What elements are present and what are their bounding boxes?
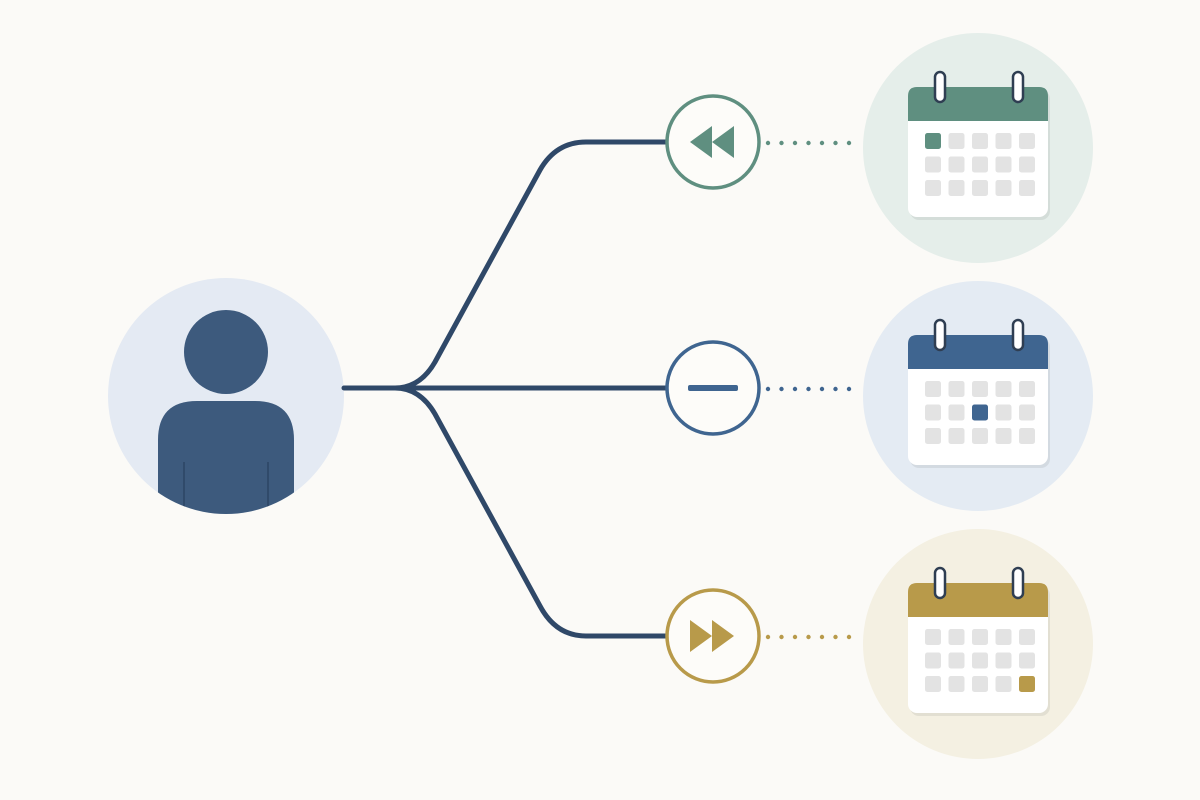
calendar-day: [948, 404, 965, 421]
calendar-day: [925, 428, 941, 444]
calendar-day: [972, 133, 988, 149]
calendar-day: [995, 676, 1012, 692]
calendar-day-highlight: [972, 404, 988, 421]
calendar-day: [948, 180, 965, 196]
connector-past: [392, 139, 669, 391]
calendar-day: [972, 180, 988, 196]
dotted-link: [765, 386, 852, 392]
rewind-icon: [690, 126, 734, 158]
calendar-day: [925, 629, 941, 645]
calendar-day: [995, 133, 1012, 149]
person-icon: [158, 310, 294, 514]
calendar-header: [908, 583, 1048, 617]
calendar-day: [972, 381, 988, 397]
calendar-ring: [1011, 70, 1025, 104]
calendar-day: [925, 156, 941, 173]
calendar-ring: [1011, 318, 1025, 352]
calendar-day: [1019, 629, 1035, 645]
calendar-day: [1019, 428, 1035, 444]
person-node: [108, 278, 344, 514]
calendar-icon: [908, 566, 1050, 716]
calendar-ring: [1011, 566, 1025, 600]
fast-forward-icon: [690, 620, 734, 652]
dotted-link: [765, 140, 852, 146]
calendar-day-highlight: [1019, 676, 1035, 692]
calendar-day: [948, 428, 965, 444]
calendar-day: [1019, 156, 1035, 173]
calendar-header: [908, 87, 1048, 121]
calendar-day-highlight: [925, 133, 941, 149]
minus-icon: [688, 385, 738, 391]
calendar-day: [972, 156, 988, 173]
fast-forward-control: [665, 588, 761, 684]
minus-control: [665, 340, 761, 436]
calendar-day: [995, 428, 1012, 444]
calendar-day: [925, 381, 941, 397]
branch-past: [665, 33, 1093, 263]
dotted-link: [765, 634, 852, 640]
calendar-icon: [908, 70, 1050, 220]
calendar-day: [948, 652, 965, 669]
calendar-day: [1019, 381, 1035, 397]
calendar-day: [995, 381, 1012, 397]
calendar-day: [972, 652, 988, 669]
rewind-control: [665, 94, 761, 190]
calendar-day: [972, 428, 988, 444]
branch-present: [665, 281, 1093, 511]
calendar-ring: [933, 566, 947, 600]
calendar-day: [995, 404, 1012, 421]
calendar-day: [925, 676, 941, 692]
calendar-day: [1019, 404, 1035, 421]
calendar-day: [925, 652, 941, 669]
calendar-day: [948, 381, 965, 397]
calendar-day: [948, 676, 965, 692]
calendar-ring: [933, 70, 947, 104]
calendar-day: [948, 133, 965, 149]
calendar-day: [995, 629, 1012, 645]
connector-lines: [341, 139, 669, 639]
calendar-header: [908, 335, 1048, 369]
calendar-day: [948, 629, 965, 645]
calendar-day: [972, 629, 988, 645]
calendar-day: [925, 180, 941, 196]
calendar-day: [995, 180, 1012, 196]
calendar-ring: [933, 318, 947, 352]
calendar-day: [948, 156, 965, 173]
calendar-day: [995, 652, 1012, 669]
calendar-day: [1019, 133, 1035, 149]
calendar-day: [1019, 652, 1035, 669]
calendar-day: [925, 404, 941, 421]
branch-future: [665, 529, 1093, 759]
calendar-icon: [908, 318, 1050, 468]
calendar-day: [1019, 180, 1035, 196]
calendar-day: [995, 156, 1012, 173]
connector-future: [392, 385, 669, 639]
calendar-day: [972, 676, 988, 692]
